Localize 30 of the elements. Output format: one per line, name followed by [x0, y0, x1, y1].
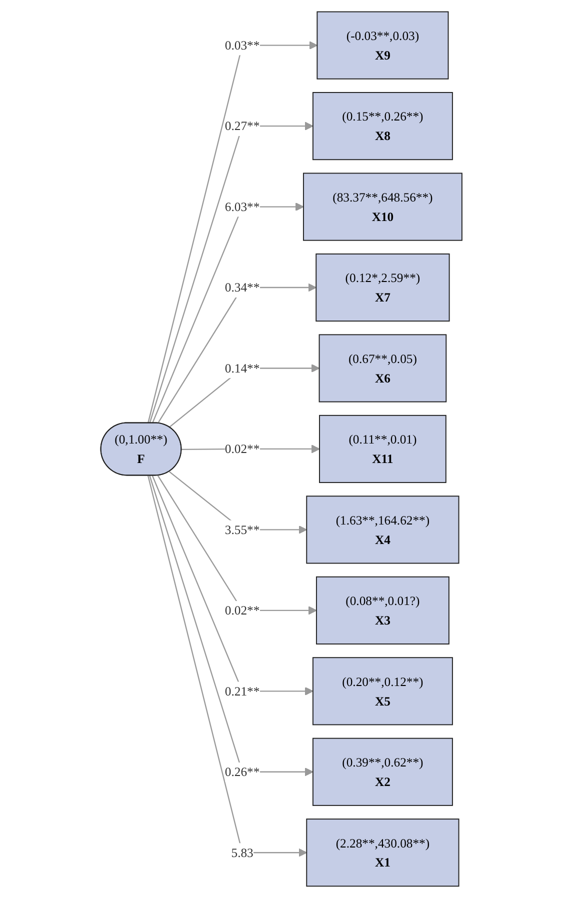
node-box: (2.28**,430.08**) X1 — [306, 818, 460, 886]
arrow — [149, 475, 314, 776]
arrow — [152, 202, 304, 423]
arrow — [148, 40, 318, 423]
arrow — [148, 475, 308, 856]
edge-label: 0.14** — [225, 360, 260, 375]
node-box: (0.20**,0.12**) X5 — [312, 656, 454, 725]
node-box: (0.67**,0.05) X6 — [318, 334, 447, 402]
edge-label: 6.03** — [225, 198, 260, 214]
arrow — [149, 121, 314, 423]
node-box: (0.15**,0.26**) X8 — [312, 92, 454, 160]
edge-label: 0.26** — [225, 764, 260, 778]
node-box: (0.11**,0.01) X11 — [319, 414, 447, 483]
edge-label: 0.21** — [225, 683, 260, 698]
node-box: (0.12*,2.59**) X7 — [316, 253, 450, 322]
edge-label: 0.02** — [225, 440, 260, 456]
node-box: (0.39**,0.62**) X2 — [312, 737, 454, 806]
edge-label: 3.55** — [225, 522, 260, 536]
edge-label: 0.02** — [225, 602, 260, 617]
arrow — [152, 475, 314, 695]
node-box: (83.37**,648.56**) X10 — [303, 172, 463, 240]
arrow — [158, 282, 317, 424]
edge-label: 0.27** — [225, 118, 260, 133]
node-box: (0.08**,0.01?) X3 — [316, 576, 450, 644]
arrow — [158, 474, 317, 614]
edge-label: 0.03** — [225, 37, 260, 52]
edge-label: 0.34** — [225, 280, 260, 294]
node-box: (1.63**,164.62**) X4 — [306, 495, 460, 564]
edge-label: 5.83 — [231, 844, 254, 860]
node-box: (-0.03**,0.03) X9 — [316, 10, 449, 79]
